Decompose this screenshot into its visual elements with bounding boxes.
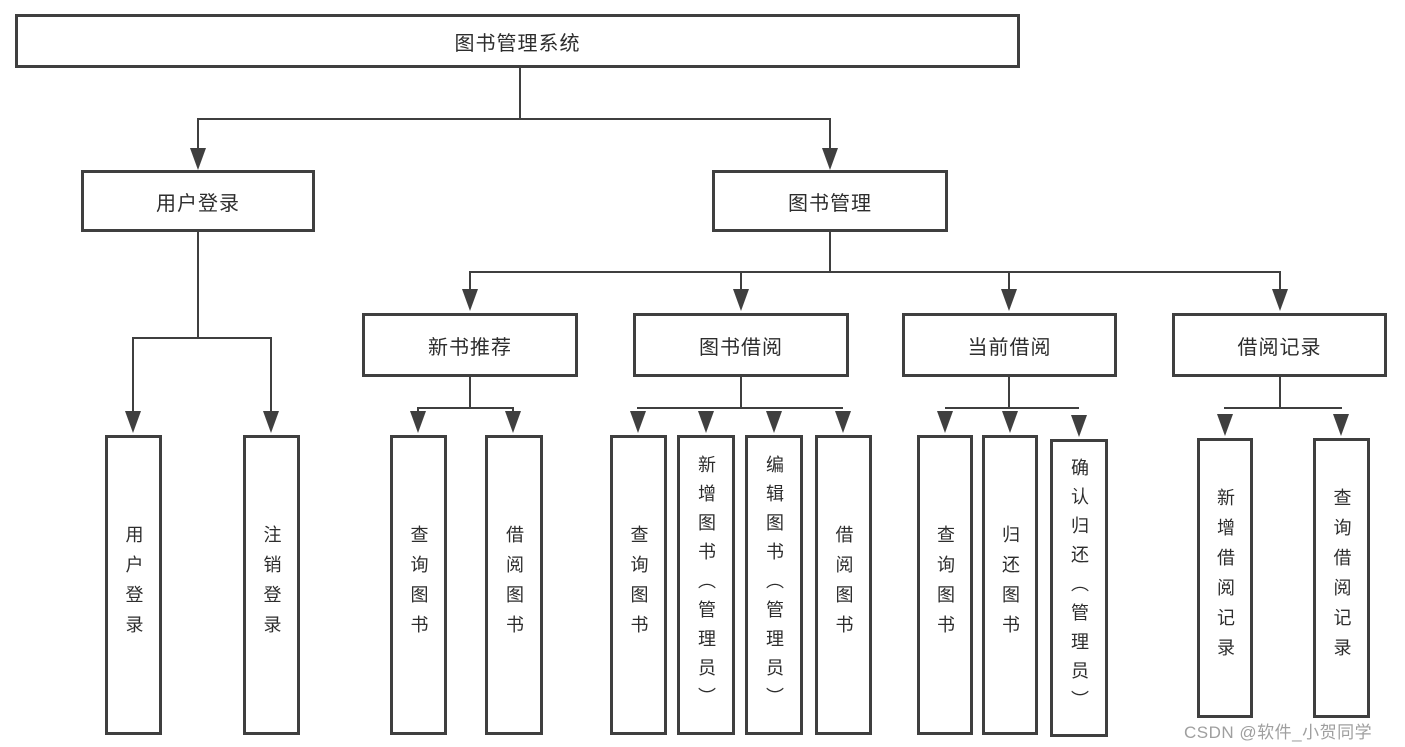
- node-borrow-records: 借阅记录: [1172, 313, 1387, 377]
- arrow-down-icon: [1002, 411, 1018, 433]
- connector-stem-logout: [270, 337, 272, 413]
- connector-stem-records: [1279, 271, 1281, 291]
- leaf-query-borrow-record: 查询借阅记录: [1313, 438, 1370, 718]
- connector-user-split: [132, 337, 272, 339]
- leaf-borrow-books-label: 借阅图书: [833, 525, 854, 645]
- leaf-return-books-label: 归还图书: [1000, 525, 1020, 645]
- arrow-down-icon: [766, 411, 782, 433]
- connector-records-split: [1224, 407, 1342, 409]
- connector-current-split: [945, 407, 1079, 409]
- leaf-add-borrow-record-label: 新增借阅记录: [1215, 488, 1235, 668]
- leaf-query-books-rec: 查询图书: [390, 435, 447, 735]
- node-current-borrow: 当前借阅: [902, 313, 1117, 377]
- node-root-label: 图书管理系统: [454, 32, 581, 55]
- node-book-mgmt-branch: 图书管理: [712, 170, 948, 232]
- leaf-edit-books-admin-label: 编辑图书（管理员）: [764, 454, 784, 716]
- arrow-down-icon: [125, 411, 141, 433]
- leaf-query-books-current: 查询图书: [917, 435, 973, 735]
- connector-user-stub: [197, 232, 199, 337]
- leaf-add-books-admin-label: 新增图书（管理员）: [696, 454, 716, 716]
- connector-mgmt-stub: [829, 232, 831, 271]
- leaf-logout: 注销登录: [243, 435, 300, 735]
- leaf-logout-label: 注销登录: [261, 525, 282, 645]
- node-book-borrow-label: 图书借阅: [699, 336, 783, 359]
- arrow-down-icon: [190, 148, 206, 170]
- arrow-down-icon: [1071, 415, 1087, 437]
- arrow-down-icon: [733, 289, 749, 311]
- leaf-query-books-borrow: 查询图书: [610, 435, 667, 735]
- leaf-add-borrow-record: 新增借阅记录: [1197, 438, 1253, 718]
- connector-borrow-split: [637, 407, 843, 409]
- arrow-down-icon: [630, 411, 646, 433]
- arrow-down-icon: [505, 411, 521, 433]
- leaf-query-books-borrow-label: 查询图书: [628, 525, 649, 645]
- leaf-user-login: 用户登录: [105, 435, 162, 735]
- node-new-book-rec: 新书推荐: [362, 313, 578, 377]
- arrow-down-icon: [263, 411, 279, 433]
- connector-newrec-split: [417, 407, 514, 409]
- node-borrow-records-label: 借阅记录: [1237, 336, 1322, 359]
- leaf-query-books-rec-label: 查询图书: [408, 525, 429, 645]
- leaf-add-books-admin: 新增图书（管理员）: [677, 435, 735, 735]
- connector-stem-user-login: [197, 118, 199, 151]
- leaf-edit-books-admin: 编辑图书（管理员）: [745, 435, 803, 735]
- leaf-confirm-return-admin-label: 确认归还（管理员）: [1069, 457, 1089, 719]
- connector-root-stub: [519, 66, 521, 118]
- leaf-return-books: 归还图书: [982, 435, 1038, 735]
- connector-stem-current: [1008, 271, 1010, 291]
- node-user-login-branch: 用户登录: [81, 170, 315, 232]
- leaf-borrow-books-rec: 借阅图书: [485, 435, 543, 735]
- arrow-down-icon: [822, 148, 838, 170]
- leaf-query-borrow-record-label: 查询借阅记录: [1331, 488, 1352, 668]
- arrow-down-icon: [462, 289, 478, 311]
- arrow-down-icon: [937, 411, 953, 433]
- connector-newrec-stub: [469, 377, 471, 407]
- leaf-borrow-books-rec-label: 借阅图书: [504, 525, 524, 645]
- arrow-down-icon: [1217, 414, 1233, 436]
- node-book-mgmt-label: 图书管理: [788, 192, 872, 215]
- arrow-down-icon: [1333, 414, 1349, 436]
- connector-mgmt-split: [469, 271, 1281, 273]
- connector-stem-new-rec: [469, 271, 471, 291]
- connector-current-stub: [1008, 377, 1010, 407]
- node-current-borrow-label: 当前借阅: [967, 336, 1052, 359]
- leaf-borrow-books: 借阅图书: [815, 435, 872, 735]
- arrow-down-icon: [835, 411, 851, 433]
- connector-stem-borrow: [740, 271, 742, 291]
- node-book-borrow: 图书借阅: [633, 313, 849, 377]
- node-root-library-system: 图书管理系统: [15, 14, 1020, 68]
- arrow-down-icon: [410, 411, 426, 433]
- connector-records-stub: [1279, 377, 1281, 407]
- node-user-login-label: 用户登录: [156, 192, 240, 215]
- arrow-down-icon: [1272, 289, 1288, 311]
- arrow-down-icon: [1001, 289, 1017, 311]
- connector-stem-book-mgmt: [829, 118, 831, 151]
- arrow-down-icon: [698, 411, 714, 433]
- connector-borrow-stub: [740, 377, 742, 407]
- leaf-query-books-current-label: 查询图书: [935, 525, 955, 645]
- leaf-confirm-return-admin: 确认归还（管理员）: [1050, 439, 1108, 737]
- node-new-book-rec-label: 新书推荐: [428, 336, 512, 359]
- connector-stem-login: [132, 337, 134, 413]
- leaf-user-login-label: 用户登录: [123, 525, 144, 645]
- csdn-watermark: CSDN @软件_小贺同学: [1184, 723, 1373, 742]
- connector-root-split: [197, 118, 831, 120]
